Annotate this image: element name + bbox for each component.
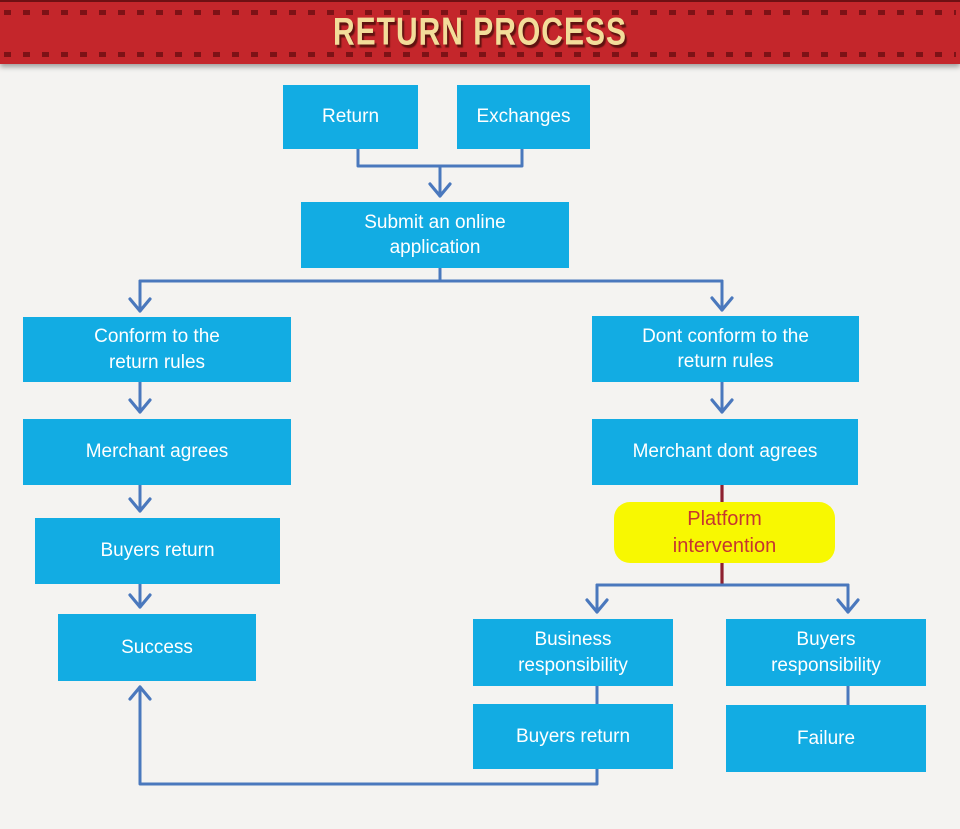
node-conform-rules: Conform to the return rules xyxy=(23,317,291,382)
node-buyers-return-left: Buyers return xyxy=(35,518,280,584)
node-return: Return xyxy=(283,85,418,149)
banner-dashed-line-bottom xyxy=(4,52,956,57)
node-platform-intervention: Platform intervention xyxy=(614,502,835,563)
edge-merge-top xyxy=(356,147,524,168)
node-submit-application: Submit an online application xyxy=(301,202,569,268)
node-merchant-dont-agrees: Merchant dont agrees xyxy=(592,419,858,485)
node-dont-conform-rules: Dont conform to the return rules xyxy=(592,316,859,382)
node-exchanges: Exchanges xyxy=(457,85,590,149)
node-business-responsibility: Business responsibility xyxy=(473,619,673,686)
title-banner: RETURN PROCESS xyxy=(0,0,960,64)
node-merchant-agrees: Merchant agrees xyxy=(23,419,291,485)
node-buyers-responsibility: Buyers responsibility xyxy=(726,619,926,686)
page-title: RETURN PROCESS xyxy=(332,10,628,54)
node-buyers-return-bottom: Buyers return xyxy=(473,704,673,769)
banner-dashed-line-top xyxy=(4,10,956,15)
node-success: Success xyxy=(58,614,256,681)
node-failure: Failure xyxy=(726,705,926,772)
